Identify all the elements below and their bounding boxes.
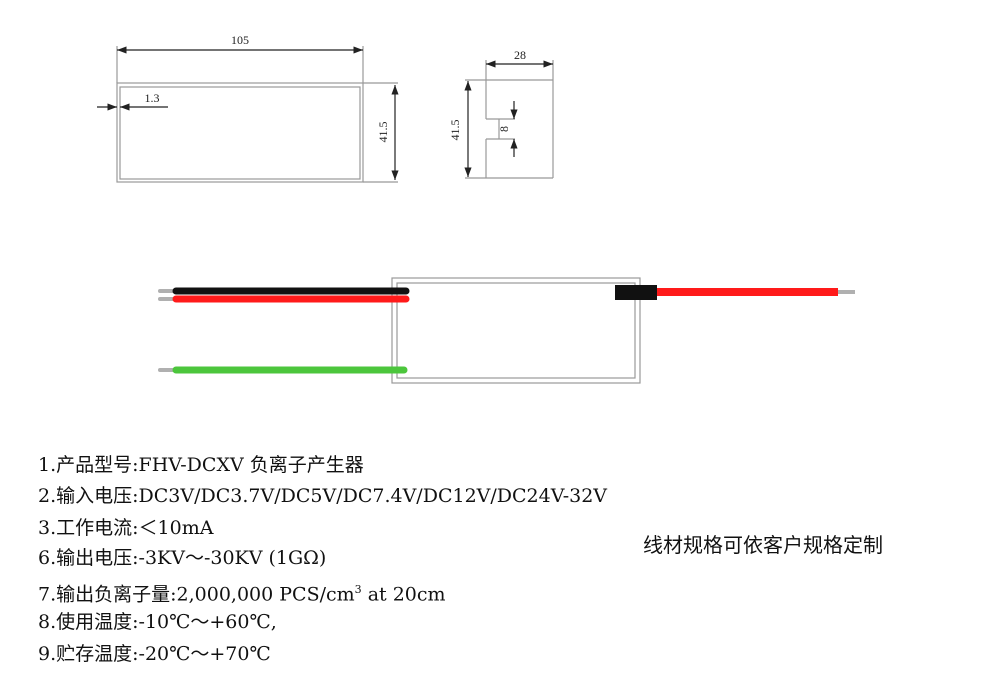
width-dimension: 105 [231, 33, 249, 47]
module-body [391, 277, 641, 384]
spec-storage-temp: 9.贮存温度:-20℃～+70℃ [38, 643, 271, 665]
spec-ion-output-tail: at 20cm [361, 583, 446, 606]
spec-ion-output: 7.输出负离子量:2,000,000 PCS/cm3 at 20cm [38, 579, 446, 605]
output-sleeve [615, 285, 657, 300]
output-wire-tip [838, 290, 855, 294]
side-view [464, 60, 554, 179]
spec-operating-temp: 8.使用温度:-10℃～+60℃, [38, 611, 277, 633]
red-output-wire [657, 288, 838, 296]
input-wires [158, 287, 410, 374]
spec-current: 3.工作电流:＜10mA [38, 517, 214, 539]
wire-customization-note: 线材规格可依客户规格定制 [643, 533, 883, 557]
superscript: 3 [354, 583, 362, 596]
output-wire [615, 285, 855, 300]
spec-ion-output-text: 7.输出负离子量:2,000,000 PCS/cm [38, 583, 355, 606]
spec-output-voltage: 6.输出电压:-3KV～-30KV (1GΩ) [38, 547, 327, 569]
spec-model: 1.产品型号:FHV-DCXV 负离子产生器 [38, 454, 364, 476]
side-height-dimension: 41.5 [448, 120, 462, 141]
spec-input-voltage: 2.输入电压:DC3V/DC3.7V/DC5V/DC7.4V/DC12V/DC2… [38, 485, 608, 507]
slot-dimension: 8 [497, 126, 511, 132]
height-dimension: 41.5 [376, 122, 390, 143]
wall-dimension: 1.3 [145, 91, 160, 105]
side-width-dimension: 28 [514, 48, 526, 62]
front-view [97, 46, 399, 183]
